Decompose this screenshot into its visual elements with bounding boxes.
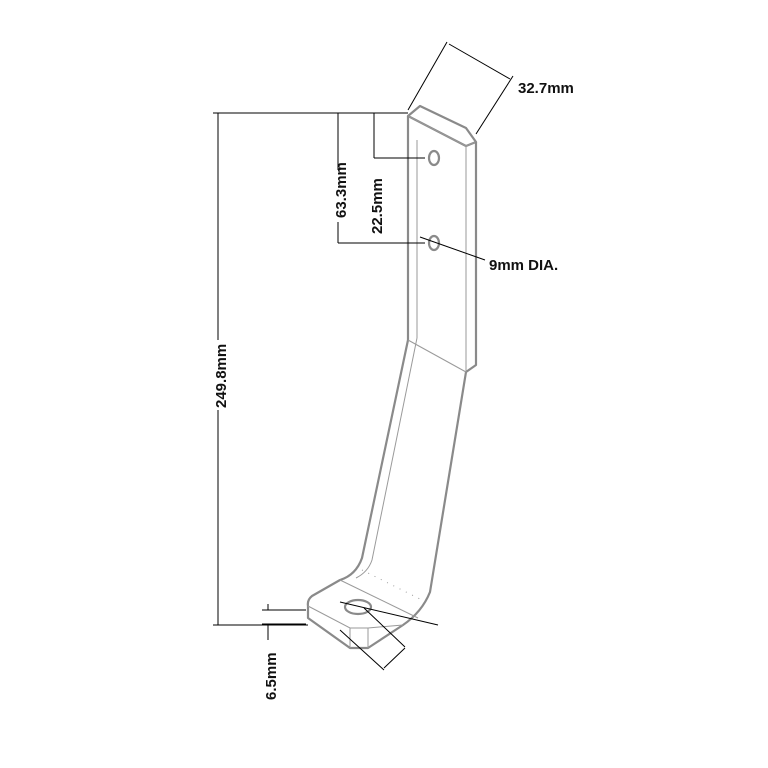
dimension-lines — [213, 41, 514, 671]
bracket-part — [306, 104, 478, 650]
dim-top-to-hole: 22.5mm — [369, 178, 386, 234]
lower-hole — [427, 234, 441, 252]
upper-hole — [427, 149, 441, 167]
dim-hole-to-hole: 63.3mm — [333, 162, 350, 218]
foot-hole — [343, 598, 373, 616]
dim-hole-diameter: 9mm DIA. — [489, 257, 558, 274]
dim-foot-thickness: 6.5mm — [263, 652, 280, 700]
dim-width-top: 32.7mm — [518, 80, 574, 97]
dim-overall-height: 249.8mm — [213, 344, 230, 408]
